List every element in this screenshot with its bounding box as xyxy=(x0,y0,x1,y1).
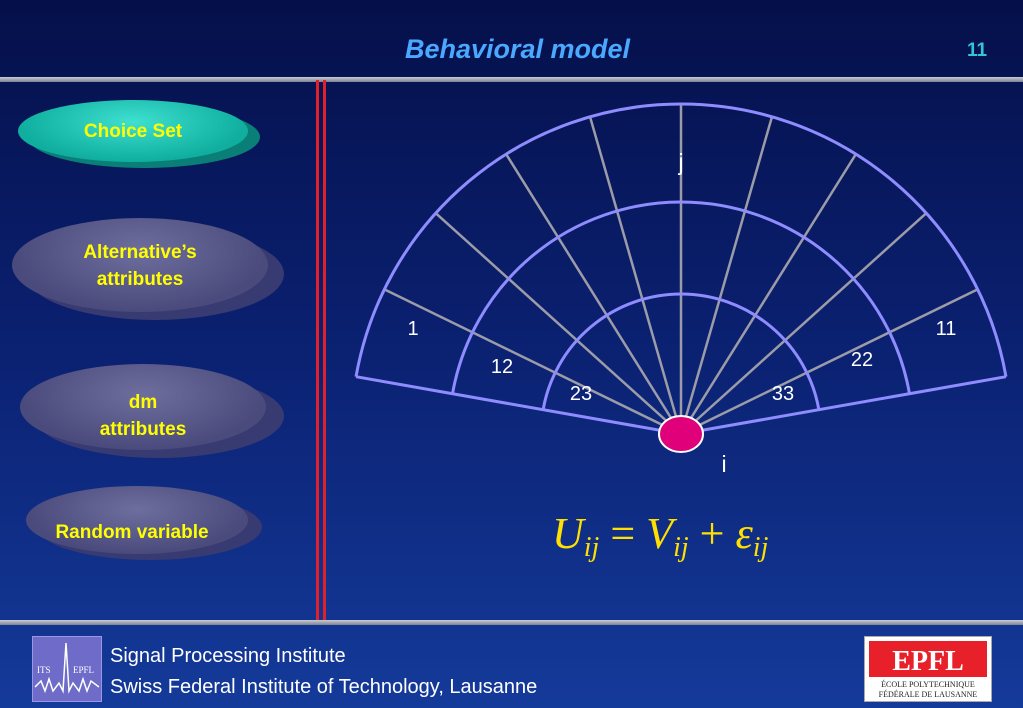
eq-sub-1: ij xyxy=(583,532,600,563)
eq-v: V xyxy=(646,509,674,558)
svg-text:ITS: ITS xyxy=(37,665,51,675)
bottom-divider xyxy=(0,620,1023,625)
eq-sub-3: ij xyxy=(752,532,769,563)
disc-top xyxy=(12,218,268,312)
fan-spoke-6 xyxy=(679,116,774,435)
epfl-logo-mark: EPFL ÉCOLE POLYTECHNIQUE FÉDÉRALE DE LAU… xyxy=(869,641,987,699)
label-22: 22 xyxy=(851,349,873,371)
footer-line-2: Swiss Federal Institute of Technology, L… xyxy=(110,676,538,698)
red-divider-right xyxy=(323,80,326,620)
fan-spoke-1 xyxy=(383,288,682,436)
fan-arc-2 xyxy=(541,292,821,410)
fan-spoke-4 xyxy=(588,116,683,435)
label-i: i xyxy=(721,451,726,477)
label-33: 33 xyxy=(772,383,794,405)
waveform-icon: ITS EPFL xyxy=(34,642,100,694)
sidebar-item-choice-set[interactable]: Choice Set xyxy=(18,100,262,178)
fan-arc-0 xyxy=(354,102,1008,377)
eq-sub-2: ij xyxy=(673,532,689,563)
svg-text:EPFL: EPFL xyxy=(73,665,94,675)
page-title: Behavioral model xyxy=(404,34,631,64)
eq-plus: + xyxy=(699,509,725,558)
eq-equals: = xyxy=(610,509,636,558)
svg-text:FÉDÉRALE DE LAUSANNE: FÉDÉRALE DE LAUSANNE xyxy=(879,689,978,699)
red-divider-left xyxy=(316,80,319,620)
svg-text:EPFL: EPFL xyxy=(892,646,964,677)
its-logo: ITS EPFL xyxy=(32,636,102,702)
fan-spokes xyxy=(383,104,979,436)
fan-spoke-8 xyxy=(680,212,928,435)
eq-eps: ε xyxy=(735,509,753,558)
sidebar-item-label: Random variable xyxy=(55,521,209,543)
fan-spoke-7 xyxy=(679,153,857,435)
label-11: 11 xyxy=(936,318,957,340)
footer-line-1: Signal Processing Institute xyxy=(110,645,346,667)
sidebar-item-label: Alternative’s attributes xyxy=(83,242,197,290)
label-1: 1 xyxy=(407,318,418,340)
fan-arcs xyxy=(354,102,1008,436)
disc-top xyxy=(20,364,266,450)
fan-spoke-9 xyxy=(680,288,979,436)
fan-spoke-3 xyxy=(505,153,683,435)
sidebar-item-alternatives-attributes[interactable]: Alternative’s attributes xyxy=(12,218,284,326)
disc-top xyxy=(18,100,248,162)
epfl-logo: EPFL ÉCOLE POLYTECHNIQUE FÉDÉRALE DE LAU… xyxy=(864,636,992,702)
eq-u: U xyxy=(552,509,584,558)
sidebar-item-label: dm attributes xyxy=(99,392,187,440)
fan-arc-1 xyxy=(451,200,911,394)
sidebar-item-dm-attributes[interactable]: dm attributes xyxy=(20,364,284,460)
utility-equation: Uij = Vij + εij xyxy=(552,508,768,564)
origin-node xyxy=(658,415,704,453)
top-divider xyxy=(0,77,1023,82)
svg-text:ÉCOLE POLYTECHNIQUE: ÉCOLE POLYTECHNIQUE xyxy=(881,679,975,689)
label-j: j xyxy=(677,149,683,175)
label-23: 23 xyxy=(570,383,592,405)
label-12: 12 xyxy=(491,356,513,378)
page-number: 11 xyxy=(966,40,988,61)
sidebar-item-random-variable[interactable]: Random variable xyxy=(26,486,262,566)
sidebar-item-label: Choice Set xyxy=(83,120,183,142)
disc-top xyxy=(26,486,248,554)
fan-spoke-2 xyxy=(434,212,682,435)
